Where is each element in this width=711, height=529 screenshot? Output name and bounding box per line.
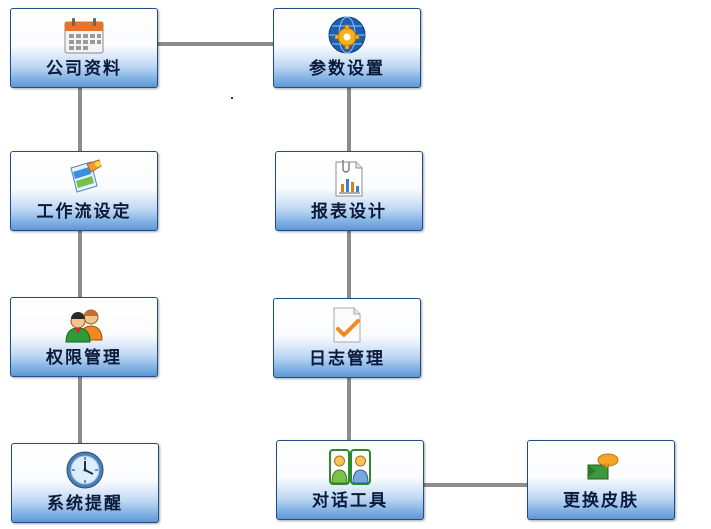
chat-tool-button[interactable]: 对话工具 [276,440,424,520]
calendar-icon [61,15,107,55]
users-icon [61,304,107,344]
workflow-setup-label: 工作流设定 [36,202,132,222]
system-reminder-button[interactable]: 系统提醒 [11,443,159,523]
permission-management-label: 权限管理 [46,348,122,368]
log-management-button[interactable]: 日志管理 [273,298,421,378]
checkmark-doc-icon [324,305,370,345]
globe-gear-icon [324,15,370,55]
report-chart-icon [326,158,372,198]
chat-users-icon [327,447,373,487]
system-reminder-label: 系统提醒 [47,494,123,514]
change-skin-button[interactable]: 更换皮肤 [527,440,675,520]
report-design-button[interactable]: 报表设计 [275,151,423,231]
company-info-button[interactable]: 公司资料 [10,8,158,88]
change-skin-label: 更换皮肤 [563,491,639,511]
chat-tool-label: 对话工具 [312,491,388,511]
parameter-settings-button[interactable]: 参数设置 [273,8,421,88]
log-management-label: 日志管理 [309,349,385,369]
clock-icon [62,450,108,490]
workflow-icon [61,158,107,198]
parameter-settings-label: 参数设置 [309,59,385,79]
report-design-label: 报表设计 [311,202,387,222]
permission-management-button[interactable]: 权限管理 [10,297,158,377]
workflow-setup-button[interactable]: 工作流设定 [10,151,158,231]
company-info-label: 公司资料 [46,59,122,79]
skin-icon [578,447,624,487]
stray-dot [231,97,233,99]
